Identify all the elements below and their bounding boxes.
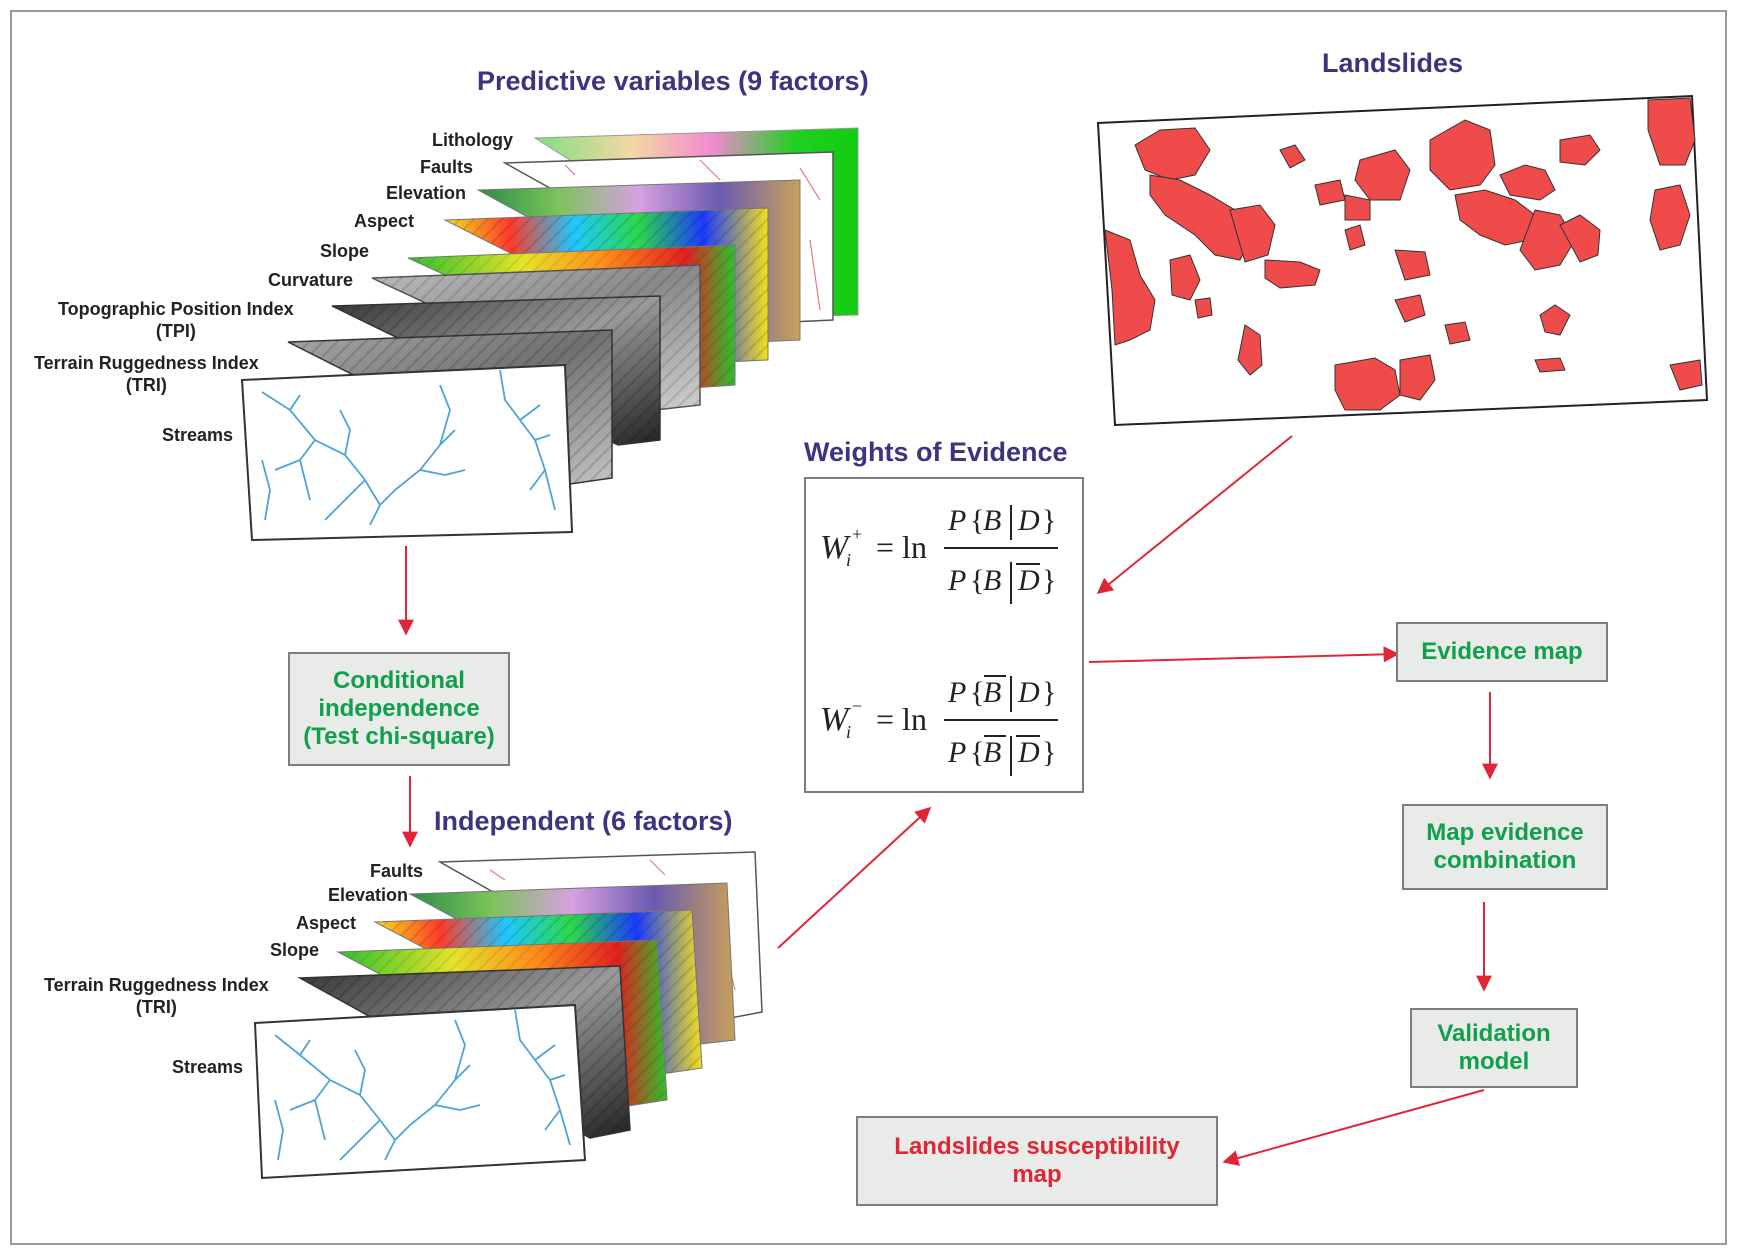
label-tpi: Topographic Position Index (TPI) (58, 298, 294, 342)
label-elevation-2: Elevation (328, 885, 409, 905)
independent-layer-stack (253, 851, 763, 1180)
label-tri-name: Terrain Ruggedness Index (34, 353, 259, 373)
streams-layer (240, 363, 574, 542)
label-elevation: Elevation (386, 183, 467, 203)
label-tri-2-abbr: (TRI) (135, 997, 177, 1017)
label-aspect: Aspect (354, 211, 415, 231)
label-tpi-name: Topographic Position Index (58, 299, 294, 319)
label-faults-2: Faults (370, 861, 424, 881)
evidence-map-label: Evidence map (1421, 638, 1583, 665)
streams-layer-2 (253, 1003, 587, 1180)
susceptibility-line-1: Landslides susceptibility (894, 1133, 1180, 1160)
arrow-stack-to-weights (777, 806, 932, 949)
weights-of-evidence-formula-box (804, 477, 1084, 793)
arrow-landslides-to-weights (1096, 435, 1293, 595)
label-tpi-abbr: (TPI) (155, 321, 196, 341)
landslides-susceptibility-map-box: Landslides susceptibility map (856, 1116, 1218, 1206)
stream-network-2 (274, 1009, 571, 1161)
label-tri-2: Terrain Ruggedness Index (TRI) (44, 974, 269, 1018)
weights-of-evidence-heading: Weights of Evidence (804, 437, 1068, 467)
susceptibility-line-2: map (1012, 1161, 1062, 1188)
arrow-weights-to-evidence (1088, 646, 1400, 663)
arrow-validation-to-susceptibility (1222, 1089, 1485, 1166)
label-slope: Slope (320, 241, 370, 261)
map-evidence-combination-box: Map evidence combination (1402, 804, 1608, 890)
conditional-line-3: (Test chi-square) (303, 723, 495, 750)
combination-line-1: Map evidence (1426, 819, 1584, 846)
conditional-line-2: independence (318, 695, 480, 722)
label-streams: Streams (162, 425, 234, 445)
label-tri-2-name: Terrain Ruggedness Index (44, 975, 269, 995)
label-lithology: Lithology (432, 130, 513, 150)
predictive-layer-stack (240, 127, 859, 542)
validation-line-2: model (1458, 1048, 1530, 1075)
combination-line-2: combination (1433, 847, 1577, 874)
landslides-heading: Landslides (1322, 48, 1464, 78)
label-faults: Faults (420, 157, 474, 177)
flow-arrows (398, 435, 1498, 1166)
label-aspect-2: Aspect (296, 913, 357, 933)
label-curvature: Curvature (268, 270, 354, 290)
label-slope-2: Slope (270, 940, 320, 960)
label-tri-abbr: (TRI) (125, 375, 167, 395)
independent-factors-heading: Independent (6 factors) (434, 806, 733, 836)
evidence-map-box: Evidence map (1396, 622, 1608, 682)
label-tri: Terrain Ruggedness Index (TRI) (34, 352, 259, 396)
predictive-variables-heading: Predictive variables (9 factors) (477, 66, 869, 96)
validation-line-1: Validation (1437, 1020, 1551, 1047)
landslide-polygons (1104, 97, 1703, 411)
landslides-map (1096, 94, 1709, 427)
figure-frame (10, 10, 1727, 1245)
label-streams-2: Streams (172, 1057, 244, 1077)
conditional-line-1: Conditional (333, 667, 465, 694)
validation-model-box: Validation model (1410, 1008, 1578, 1088)
stream-network (261, 369, 556, 526)
conditional-independence-box: Conditional independence (Test chi-squar… (288, 652, 510, 766)
